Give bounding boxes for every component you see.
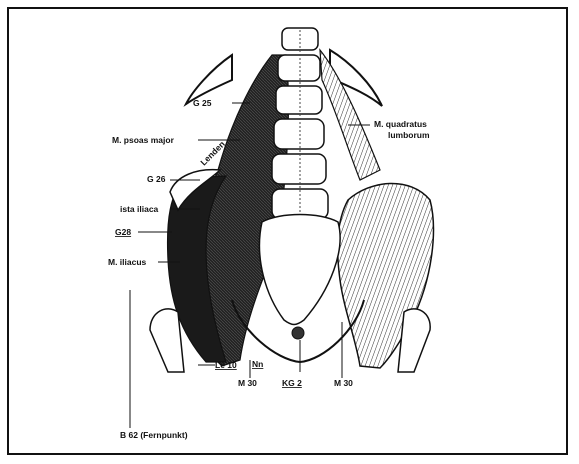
sacrum [259, 215, 340, 325]
label-quadratus-1: M. quadratus [374, 119, 427, 129]
right-femur [398, 309, 430, 372]
label-nn: Nn [252, 359, 263, 369]
label-le10: Le 10 [215, 360, 237, 370]
label-g25: G 25 [193, 98, 212, 108]
pubic-symphysis [292, 327, 304, 339]
left-femur [150, 309, 184, 372]
label-kg2: KG 2 [282, 378, 302, 388]
label-crista-iliaca: ista iliaca [120, 204, 159, 214]
label-m30-left: M 30 [238, 378, 257, 388]
label-b62: B 62 (Fernpunkt) [120, 430, 188, 440]
label-m30-right: M 30 [334, 378, 353, 388]
label-g28: G28 [115, 227, 131, 237]
label-psoas-major: M. psoas major [112, 135, 175, 145]
label-iliacus: M. iliacus [108, 257, 147, 267]
lumbar-spine [272, 28, 328, 220]
left-rib [186, 55, 232, 104]
label-quadratus-2: lumborum [388, 130, 430, 140]
label-g26: G 26 [147, 174, 166, 184]
